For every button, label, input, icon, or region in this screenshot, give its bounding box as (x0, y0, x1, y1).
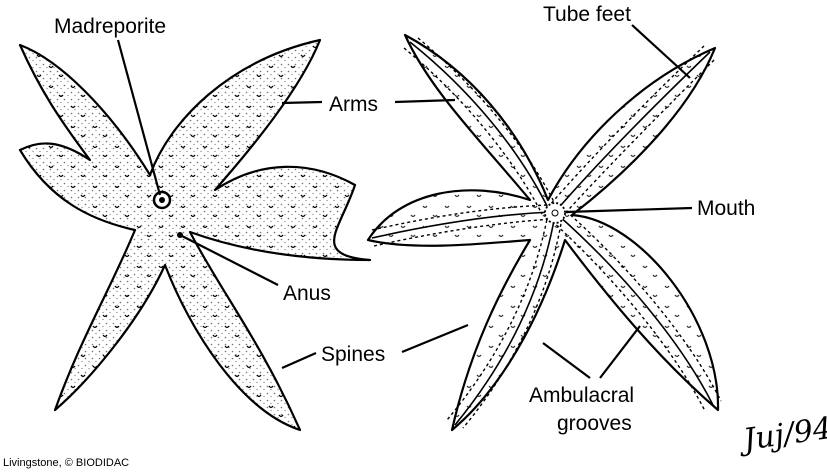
oral-starfish (366, 33, 722, 432)
mouth-leader (565, 206, 693, 214)
anus-label: Anus (283, 282, 331, 305)
arms-leader-right (394, 98, 456, 104)
ambulacral-label-line2: grooves (557, 412, 632, 435)
arms-label: Arms (329, 93, 378, 116)
oral-spine-marks (368, 35, 719, 430)
tube-feet-leader (631, 24, 691, 79)
artist-signature: Juj/94 (735, 411, 827, 459)
anus-pore (177, 232, 183, 238)
madreporite-label: Madreporite (54, 15, 166, 38)
aboral-spine-marks (20, 40, 370, 430)
ambulacral-leader-right (599, 325, 641, 379)
leader-lines (116, 24, 693, 379)
ambulacral-groove-lines (371, 37, 722, 429)
madreporite-center (159, 197, 165, 203)
aboral-starfish (18, 38, 372, 432)
credit-text: Livingstone, © BIODIDAC (3, 457, 129, 469)
ambulacral-label-line1: Ambulacral (529, 384, 634, 407)
tube-feet-label: Tube feet (543, 3, 631, 26)
madreporite-leader (116, 39, 162, 196)
mouth-label: Mouth (697, 197, 755, 220)
mouth-center (551, 209, 559, 217)
anus-leader (181, 235, 279, 286)
arms-leader-left (281, 100, 323, 105)
spines-leader-left (281, 351, 317, 370)
spines-label: Spines (321, 343, 385, 366)
spines-leader-right (401, 323, 469, 354)
ambulacral-leader-left (542, 342, 591, 379)
